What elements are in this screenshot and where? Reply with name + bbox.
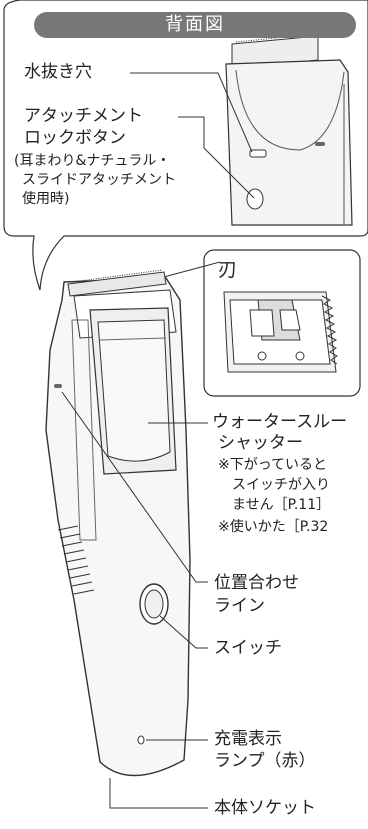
body-socket-label: 本体ソケット bbox=[214, 798, 316, 818]
charge-lamp-label-line2: ランプ（赤） bbox=[214, 751, 316, 771]
shutter-note-line3: ません［P.11］ bbox=[232, 497, 331, 513]
shutter-note-line2: スイッチが入り bbox=[232, 477, 330, 493]
attachment-lock-label-line1: アタッチメント bbox=[24, 106, 143, 126]
alignment-line-label-line2: ライン bbox=[214, 596, 265, 616]
waterthrough-shutter-label-line2: シャッター bbox=[218, 433, 303, 453]
attachment-note-line1: (耳まわり&ナチュラル・ bbox=[14, 153, 171, 169]
switch-label: スイッチ bbox=[214, 638, 282, 658]
clipper-body bbox=[45, 269, 191, 777]
blade-detail bbox=[223, 291, 338, 373]
blade-label: 刃 bbox=[218, 259, 238, 281]
waterthrough-shutter-label-line1: ウォータースルー bbox=[212, 412, 348, 432]
shutter-note-line1: ※下がっていると bbox=[218, 457, 328, 473]
attachment-note-line2: スライドアタッチメント bbox=[22, 172, 176, 188]
attachment-lock-label-line2: ロックボタン bbox=[24, 128, 126, 148]
charge-lamp-label-line1: 充電表示 bbox=[214, 729, 282, 749]
drain-hole-label: 水抜き穴 bbox=[24, 62, 92, 82]
main-leaders bbox=[61, 391, 208, 809]
back-view-leaders bbox=[130, 72, 255, 199]
back-view-title: 背面図 bbox=[34, 12, 356, 38]
usage-note: ※使いかた［P.32 bbox=[218, 519, 329, 535]
alignment-line-label-line1: 位置合わせ bbox=[214, 573, 299, 593]
back-view-device bbox=[225, 33, 353, 226]
attachment-note-line3: 使用時) bbox=[22, 191, 70, 207]
